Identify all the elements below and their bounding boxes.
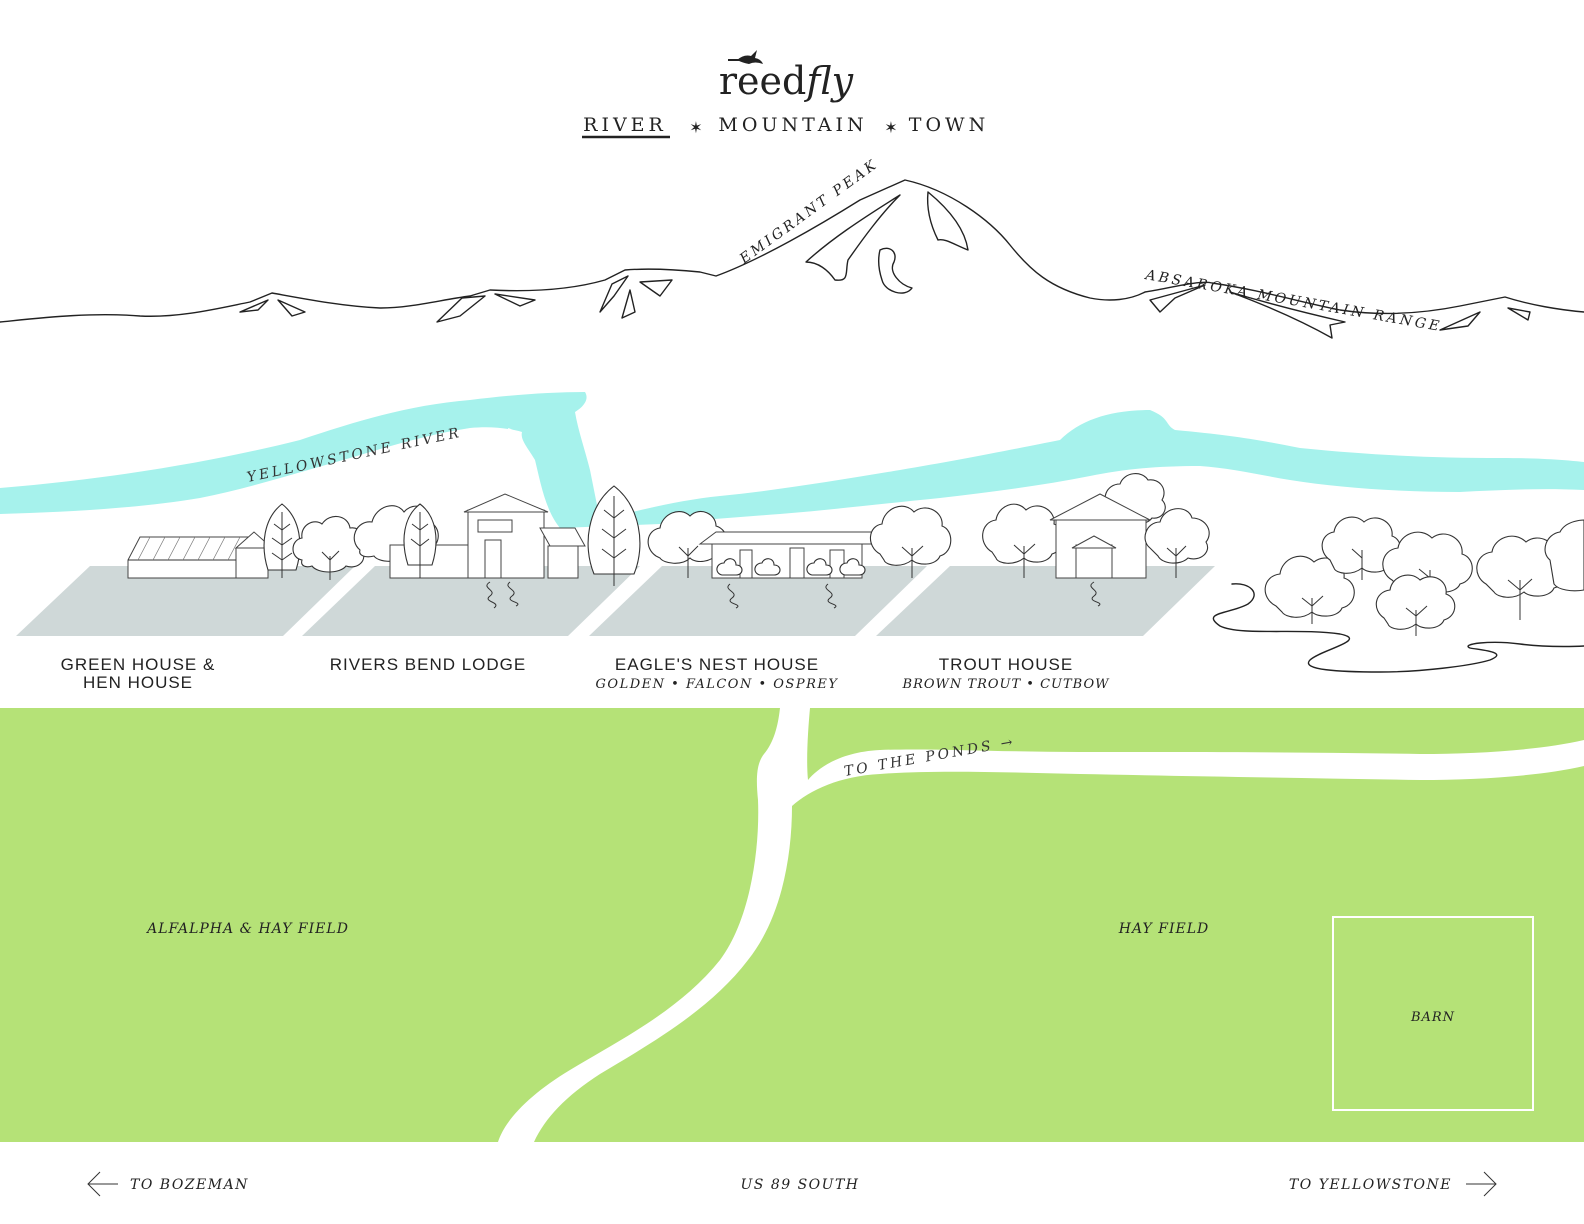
lot-green-house xyxy=(16,566,355,636)
snow-patch xyxy=(805,194,901,281)
header: reedfly RIVER ✶ MOUNTAIN ✶ TOWN xyxy=(582,50,989,139)
mountain-range: EMIGRANT PEAK ABSAROKA MOUNTAIN RANGE xyxy=(0,156,1584,339)
snow-patch xyxy=(877,247,913,294)
snow-patch xyxy=(277,299,306,317)
arrow-right-icon[interactable] xyxy=(1466,1171,1497,1197)
property-name[interactable]: RIVERS BEND LODGE xyxy=(330,655,527,674)
snow-patch xyxy=(1229,291,1346,339)
snow-patch xyxy=(1507,307,1531,321)
lot-eagles-nest xyxy=(589,566,927,636)
snow-patch xyxy=(1149,284,1206,313)
shade-tree-icon xyxy=(1144,508,1210,564)
river-island xyxy=(508,428,523,446)
green-house-illustration xyxy=(127,503,366,580)
to-bozeman-label[interactable]: TO BOZEMAN xyxy=(130,1177,249,1193)
snow-patch xyxy=(1439,311,1481,331)
nav-separator-1: ✶ xyxy=(689,118,702,137)
property-name[interactable]: HEN HOUSE xyxy=(83,673,193,692)
eagles-nest-illustration xyxy=(587,485,952,609)
lodge-porch xyxy=(539,527,586,547)
shade-tree-icon xyxy=(292,516,366,573)
lot-trout-house xyxy=(876,566,1215,636)
property-name[interactable]: GREEN HOUSE & xyxy=(61,655,216,674)
snow-patch xyxy=(436,295,486,323)
bird-logo-icon xyxy=(737,50,763,64)
barn-label: BARN xyxy=(1410,1010,1455,1025)
field-left xyxy=(0,708,780,1142)
us89-label: US 89 SOUTH xyxy=(740,1177,859,1193)
field-label-right: HAY FIELD xyxy=(1118,921,1209,937)
snow-patch xyxy=(926,191,969,251)
footer: TO BOZEMAN US 89 SOUTH TO YELLOWSTONE xyxy=(87,1171,1497,1197)
property-subunits: BROWN TROUT • CUTBOW xyxy=(902,677,1111,692)
property-name[interactable]: EAGLE'S NEST HOUSE xyxy=(615,655,819,674)
field-label-left: ALFALPHA & HAY FIELD xyxy=(145,921,349,937)
nav-river[interactable]: RIVER xyxy=(583,114,667,136)
property-lots xyxy=(16,566,1215,636)
snow-patch xyxy=(621,289,636,319)
snow-patch xyxy=(599,275,629,313)
property-name[interactable]: TROUT HOUSE xyxy=(939,655,1073,674)
nav-mountain[interactable]: MOUNTAIN xyxy=(718,114,867,136)
shade-tree-icon xyxy=(647,511,728,564)
mountain-ridge-line xyxy=(0,179,1584,323)
woods-area xyxy=(1212,516,1584,673)
shade-tree-icon xyxy=(1544,519,1584,592)
snow-patch xyxy=(494,293,536,307)
property-subunits: GOLDEN • FALCON • OSPREY xyxy=(596,677,839,692)
emigrant-peak-label: EMIGRANT PEAK xyxy=(736,156,881,268)
trout-house-illustration xyxy=(982,473,1210,607)
hen-house xyxy=(235,547,269,579)
fields: TO THE PONDS → ALFALPHA & HAY FIELD HAY … xyxy=(0,708,1584,1142)
nav-town[interactable]: TOWN xyxy=(909,114,989,136)
greenhouse-building xyxy=(127,536,249,579)
snow-patch xyxy=(239,299,269,313)
yellowstone-river: YELLOWSTONE RIVER xyxy=(0,392,1584,528)
property-labels: GREEN HOUSE & HEN HOUSE RIVERS BEND LODG… xyxy=(61,655,1111,692)
woods-outline xyxy=(1212,583,1584,673)
nav-separator-2: ✶ xyxy=(884,118,897,137)
arrow-left-icon[interactable] xyxy=(87,1171,118,1197)
field-right-top xyxy=(807,708,1584,780)
shade-tree-icon xyxy=(982,503,1064,564)
field-right xyxy=(534,766,1584,1142)
logo: reedfly xyxy=(719,59,854,103)
snow-patch xyxy=(639,279,673,297)
to-yellowstone-label[interactable]: TO YELLOWSTONE xyxy=(1289,1177,1452,1193)
rivers-bend-lodge-illustration xyxy=(353,493,586,609)
absaroka-range-label: ABSAROKA MOUNTAIN RANGE xyxy=(1142,267,1443,335)
shade-tree-icon xyxy=(869,505,952,566)
barn[interactable] xyxy=(1332,916,1534,1111)
lot-rivers-bend xyxy=(302,566,640,636)
river-shape xyxy=(0,392,1584,528)
